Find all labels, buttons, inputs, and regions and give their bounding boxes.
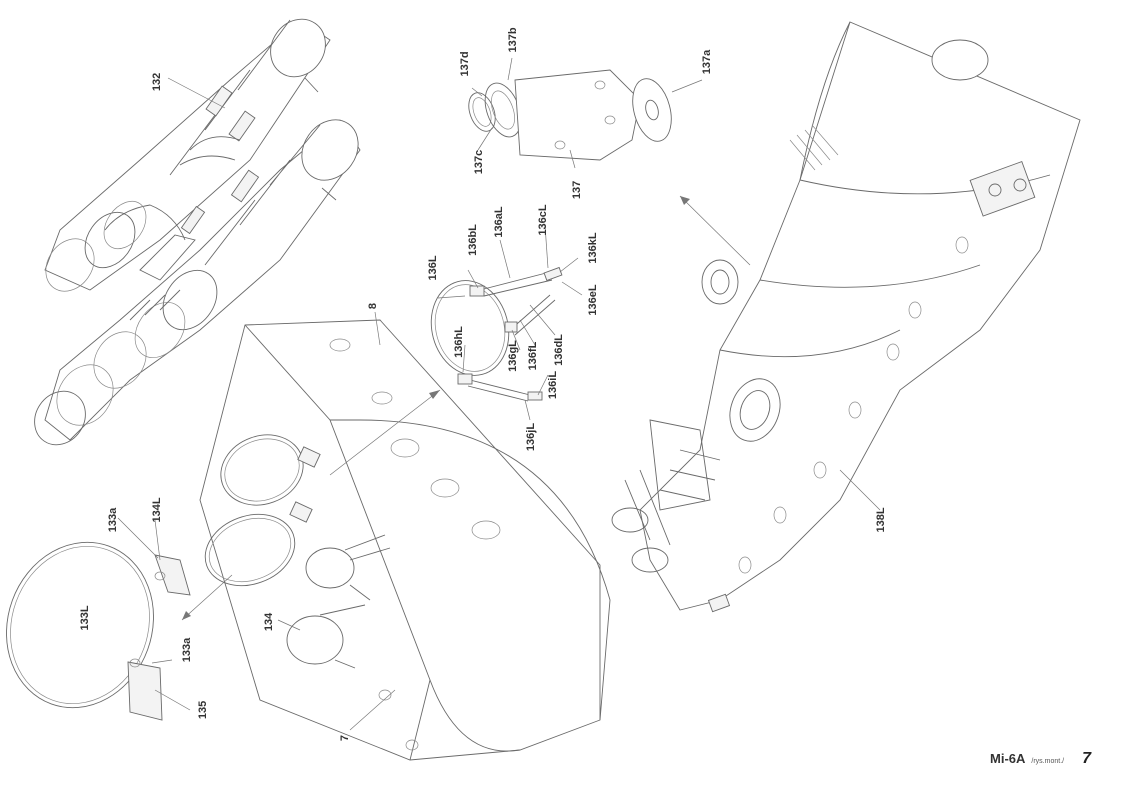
leader-lines bbox=[117, 57, 881, 731]
label-137d: 137d bbox=[459, 51, 471, 76]
label-136dL: 136dL bbox=[553, 334, 565, 366]
footer-subtitle: /rys.mont./ bbox=[1031, 758, 1065, 765]
label-133L: 133L bbox=[79, 605, 91, 630]
label-135: 135 bbox=[197, 701, 209, 719]
label-133a-bottom: 133a bbox=[181, 637, 193, 662]
part-133-ring bbox=[6, 541, 191, 721]
label-136jL: 136jL bbox=[525, 423, 537, 451]
label-136bL: 136bL bbox=[467, 224, 479, 256]
label-136hL: 136hL bbox=[453, 326, 465, 358]
label-8: 8 bbox=[367, 303, 379, 309]
engine-exhaust-pair bbox=[34, 18, 361, 446]
label-132: 132 bbox=[151, 73, 163, 91]
label-137a: 137a bbox=[701, 49, 713, 74]
label-133a-top: 133a bbox=[107, 507, 119, 532]
assembly-arrows bbox=[181, 195, 751, 621]
label-137: 137 bbox=[571, 181, 583, 199]
part-labels: 132 137d 137b 137c 137 137a 136L 136bL 1… bbox=[79, 27, 887, 741]
label-136cL: 136cL bbox=[537, 204, 549, 235]
part-136-hose-assembly bbox=[430, 266, 563, 402]
label-136aL: 136aL bbox=[493, 206, 505, 237]
part-138L-airframe bbox=[611, 21, 1081, 613]
label-136gL: 136gL bbox=[507, 340, 519, 372]
label-137b: 137b bbox=[507, 27, 519, 52]
label-7: 7 bbox=[339, 735, 351, 741]
page-number: 7 bbox=[1082, 750, 1091, 767]
label-138L: 138L bbox=[875, 507, 887, 532]
label-136L: 136L bbox=[427, 255, 439, 280]
part-7-8-fairing bbox=[199, 319, 611, 761]
label-134L: 134L bbox=[151, 497, 163, 522]
label-137c: 137c bbox=[473, 150, 485, 174]
label-136kL: 136kL bbox=[587, 232, 599, 263]
label-136iL: 136iL bbox=[547, 371, 559, 399]
label-134: 134 bbox=[263, 612, 275, 631]
page-footer: Mi-6A /rys.mont./ 7 bbox=[990, 750, 1091, 768]
label-136fL: 136fL bbox=[527, 341, 539, 370]
label-136eL: 136eL bbox=[587, 284, 599, 315]
footer-model-title: Mi-6A bbox=[990, 751, 1026, 766]
part-137-assembly bbox=[468, 69, 672, 161]
clamp-rings bbox=[204, 434, 391, 669]
